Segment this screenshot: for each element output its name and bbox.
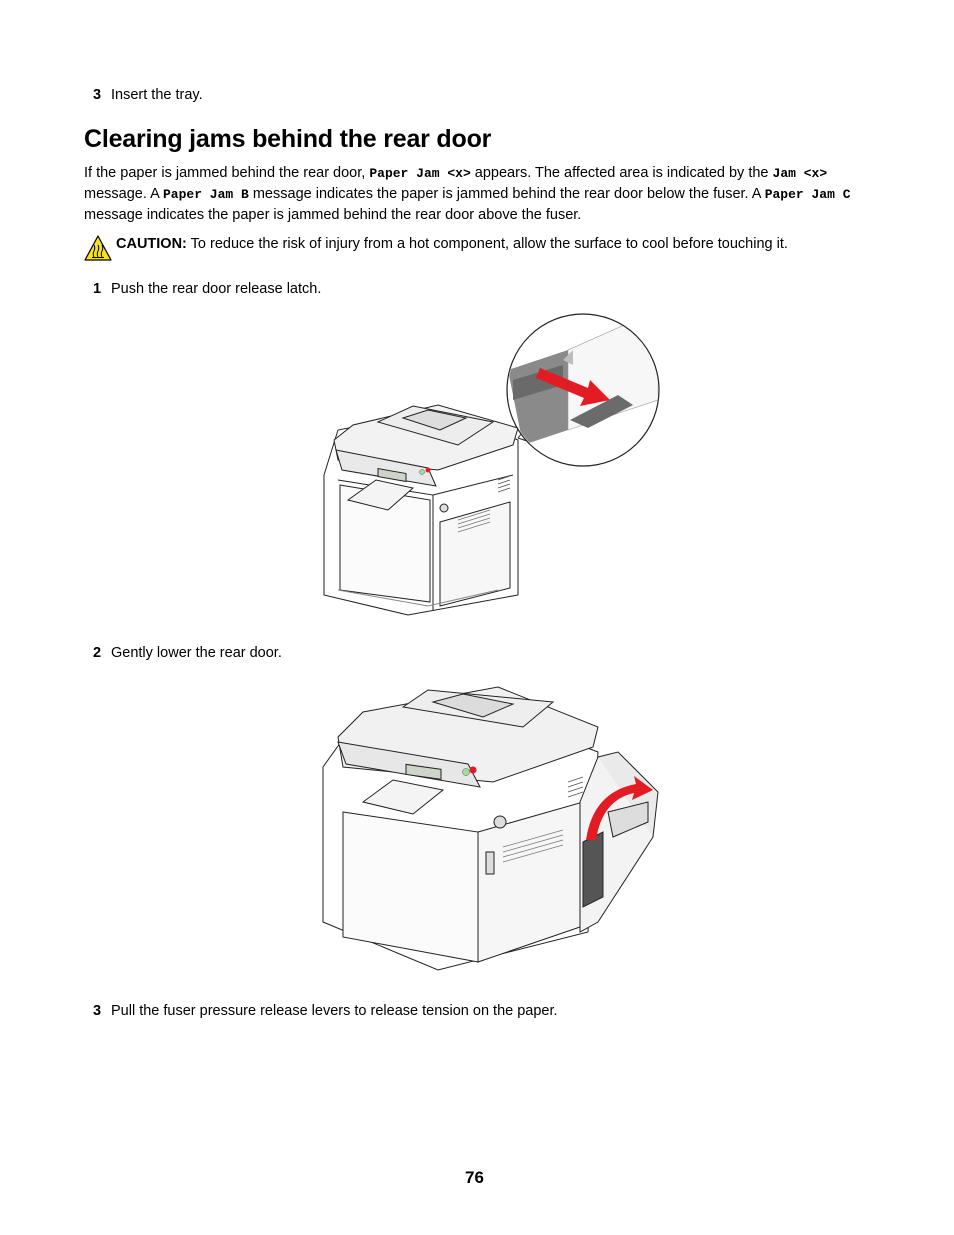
step-number: 3	[93, 1003, 102, 1019]
intro-text-1: If the paper is jammed behind the rear d…	[84, 165, 370, 181]
intro-text-5: message indicates the paper is jammed be…	[84, 207, 582, 223]
intro-text-2: appears. The affected area is indicated …	[470, 165, 773, 181]
step-pull-levers: 3 Pull the fuser pressure release levers …	[93, 1002, 558, 1020]
step-insert-tray: 3 Insert the tray.	[93, 86, 203, 104]
code-paper-jam-b: Paper Jam B	[163, 187, 249, 202]
step-text: Gently lower the rear door.	[111, 645, 282, 661]
caution-hot-surface-icon	[84, 235, 112, 266]
printer-rear-door-illustration	[318, 672, 663, 982]
step-number: 2	[93, 645, 102, 661]
intro-text-4: message indicates the paper is jammed be…	[248, 186, 765, 202]
code-jam-x: Jam <x>	[772, 166, 828, 181]
step-number: 1	[93, 281, 102, 297]
intro-paragraph: If the paper is jammed behind the rear d…	[84, 163, 884, 225]
intro-text-3: message. A	[84, 186, 163, 202]
step-text: Pull the fuser pressure release levers t…	[111, 1003, 558, 1019]
caution-label: CAUTION:	[116, 236, 187, 252]
step-text: Push the rear door release latch.	[111, 281, 322, 297]
section-heading: Clearing jams behind the rear door	[84, 124, 491, 154]
code-paper-jam-c: Paper Jam C	[764, 187, 851, 202]
caution-text: CAUTION: To reduce the risk of injury fr…	[116, 235, 788, 253]
step-lower-door: 2 Gently lower the rear door.	[93, 644, 282, 662]
page-title: Clearing jams behind the rear door	[84, 125, 492, 153]
caution-message: To reduce the risk of injury from a hot …	[186, 236, 788, 252]
step-number: 3	[93, 87, 102, 103]
code-paper-jam-x: Paper Jam <x>	[369, 166, 471, 181]
step-text: Insert the tray.	[111, 87, 203, 103]
page-number: 76	[465, 1168, 484, 1187]
step-push-latch: 1 Push the rear door release latch.	[93, 280, 321, 298]
printer-latch-illustration	[318, 310, 663, 635]
